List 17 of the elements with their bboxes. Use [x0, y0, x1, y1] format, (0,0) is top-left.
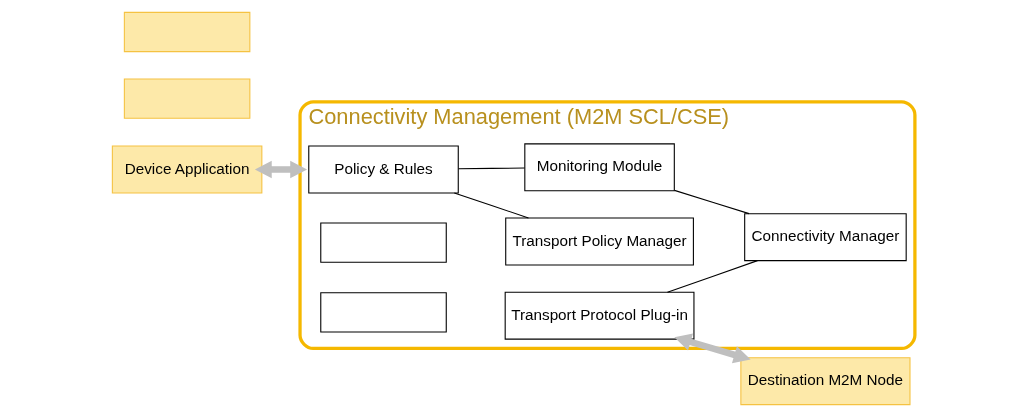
node-box: [319, 292, 447, 333]
arrow: [254, 160, 307, 179]
node-box: [123, 78, 250, 119]
connector: [457, 167, 525, 170]
node-box: [123, 11, 250, 53]
node-box: Device Application: [111, 145, 262, 194]
connector: [673, 189, 750, 215]
arrow: [673, 333, 751, 364]
connector: [666, 260, 758, 293]
node-box: Destination M2M Node: [739, 357, 911, 406]
node-box: Monitoring Module: [523, 143, 675, 192]
node-box: Policy & Rules: [307, 145, 459, 194]
node-box: Transport Policy Manager: [504, 217, 694, 266]
node-box: [319, 222, 447, 263]
node-box: Transport Protocol Plug-in: [504, 291, 694, 340]
connector: [453, 192, 529, 219]
node-box: Connectivity Manager: [743, 213, 907, 262]
